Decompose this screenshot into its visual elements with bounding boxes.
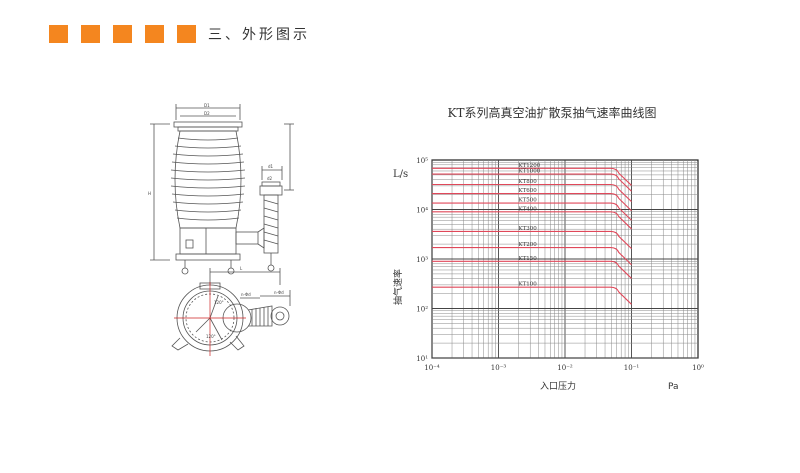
- y-tick-label: 10²: [416, 306, 428, 314]
- chart-title: KT系列高真空油扩散泵抽气速率曲线图: [448, 105, 657, 120]
- series-label: KT150: [519, 256, 538, 262]
- y-tick-label: 10³: [416, 256, 428, 264]
- series-label: KT500: [519, 198, 538, 204]
- pump-outline-drawing: D1 D2 H d1 d2 L 120° 120° n-Φd n-Φd: [148, 103, 294, 356]
- section-header: 三、外形图示: [49, 24, 310, 44]
- series-label: KT300: [519, 226, 538, 232]
- series-label: KT400: [519, 206, 538, 212]
- series-label: KT100: [519, 282, 538, 288]
- dim-d1-label: D1: [204, 103, 210, 108]
- y-unit-label: L/s: [393, 169, 408, 180]
- series-line: [432, 183, 632, 203]
- series-line: [432, 230, 632, 250]
- series-line: [432, 202, 632, 221]
- dim-small-d1-label: d1: [268, 164, 274, 169]
- accent-square: [145, 25, 164, 43]
- series-line: [432, 167, 632, 186]
- chart-grid: [431, 159, 699, 359]
- accent-square: [113, 25, 132, 43]
- accent-square: [81, 25, 100, 43]
- y-tick-label: 10¹: [416, 355, 428, 363]
- accent-square: [49, 25, 68, 43]
- chart-ticks: 10⁻⁴ 10⁻³ 10⁻² 10⁻¹ 10⁰ 10⁵ 10⁴ 10³ 10² 10¹: [416, 157, 704, 372]
- x-unit-label: Pa: [668, 382, 679, 392]
- series-label: KT200: [519, 242, 538, 248]
- x-tick-label: 10⁻¹: [624, 364, 640, 372]
- x-tick-label: 10⁻²: [557, 364, 573, 372]
- pumping-speed-chart: KT系列高真空油扩散泵抽气速率曲线图 L/s 抽气速率 入口压力 Pa 10⁻⁴…: [392, 105, 704, 392]
- hole-label: n-Φd: [274, 290, 284, 295]
- angle-label: 120°: [206, 334, 216, 339]
- series-label: KT600: [519, 188, 538, 194]
- series-line: [432, 247, 632, 266]
- hole-label: n-Φd: [241, 292, 251, 297]
- series-line: [432, 260, 632, 279]
- series-line: [432, 173, 632, 192]
- chart-series: [432, 167, 632, 305]
- series-line: [432, 193, 632, 212]
- dim-small-d2-label: d2: [267, 176, 273, 181]
- series-label: KT800: [519, 179, 538, 185]
- x-tick-label: 10⁻⁴: [424, 364, 440, 372]
- y-tick-label: 10⁴: [416, 207, 428, 215]
- dim-h-label: H: [148, 191, 151, 196]
- series-label: KT1200: [519, 163, 541, 169]
- x-tick-label: 10⁻³: [491, 364, 507, 372]
- series-line: [432, 211, 632, 230]
- y-tick-label: 10⁵: [416, 157, 428, 165]
- x-axis-label: 入口压力: [540, 380, 576, 392]
- chart-series-labels: KT1200KT1000KT800KT600KT500KT400KT300KT2…: [519, 163, 541, 288]
- series-line: [432, 286, 632, 305]
- dim-d2-label: D2: [204, 111, 210, 116]
- section-title: 三、外形图示: [208, 27, 310, 43]
- dim-l-label: L: [240, 266, 243, 271]
- accent-square: [177, 25, 196, 43]
- x-tick-label: 10⁰: [692, 364, 704, 372]
- y-axis-label: 抽气速率: [392, 269, 404, 305]
- angle-label: 120°: [214, 300, 224, 305]
- series-label: KT1000: [519, 169, 541, 175]
